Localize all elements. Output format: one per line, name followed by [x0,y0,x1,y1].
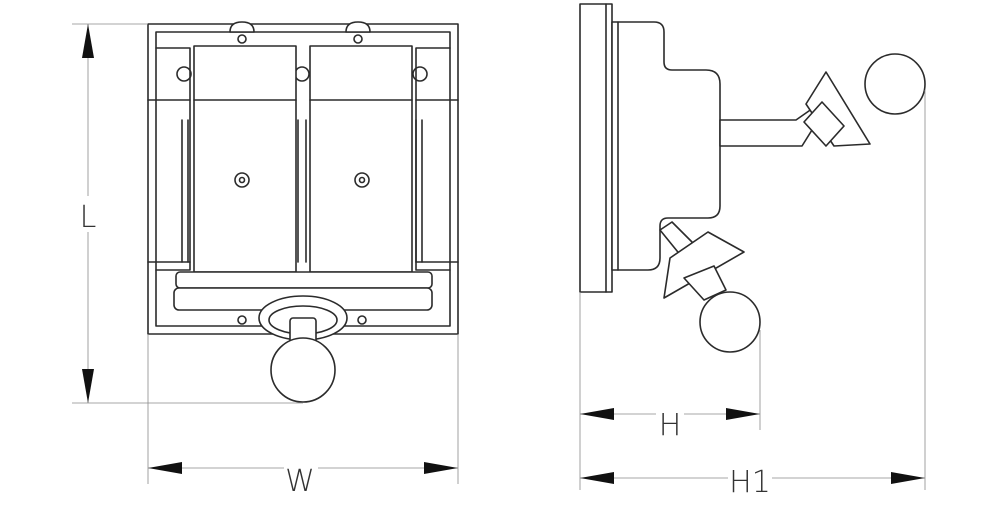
front-bottom-screw-right [357,315,367,325]
front-side-guard-left [155,47,191,271]
length-arrow-bottom [82,369,94,403]
overall-depth-arrow-left [580,472,614,484]
front-panel-left-screw-inner [238,176,246,184]
depth-label: H [659,408,682,443]
length-arrow-top [82,24,94,58]
side-lower-shade [663,231,745,299]
front-panel-left [193,45,297,273]
width-label: W [285,464,315,499]
overall-depth-arrow-right [891,472,925,484]
width-arrow-right [424,462,458,474]
depth-arrow-left [580,408,614,420]
overall-depth-label: H1 [729,465,771,500]
side-lower-socket [683,265,727,301]
dimension-length: L [72,23,303,404]
front-panel-right [309,45,413,273]
width-arrow-left [148,462,182,474]
side-upper-socket [803,101,845,147]
front-top-screw-right [353,34,363,44]
dimension-width: W [147,334,459,499]
front-top-screw-left [237,34,247,44]
front-roller-mid [294,66,310,82]
front-bulb [270,337,336,403]
length-label-bg [76,196,100,232]
front-roller-left [176,66,192,82]
front-view [147,21,459,403]
depth-label-bg [656,404,684,438]
front-bottom-tray-top [175,271,433,289]
front-top-tab-right [345,21,371,33]
width-label-bg [284,460,318,494]
length-label: L [80,200,97,235]
side-view [579,3,926,353]
dimension-depth: H [579,292,761,490]
side-upper-bulb [864,53,926,115]
front-panel-right-screw-inner [358,176,366,184]
front-top-tab-left [229,21,255,33]
depth-arrow-right [726,408,760,420]
front-bottom-screw-left [237,315,247,325]
dimension-overall-depth: H1 [580,90,926,500]
side-wall-plate [579,3,613,293]
front-roller-right [412,66,428,82]
front-panel-right-screw-outer [354,172,370,188]
side-lower-bulb [699,291,761,353]
front-panel-left-screw-outer [234,172,250,188]
side-body [611,21,721,271]
overall-depth-label-bg [728,464,772,498]
